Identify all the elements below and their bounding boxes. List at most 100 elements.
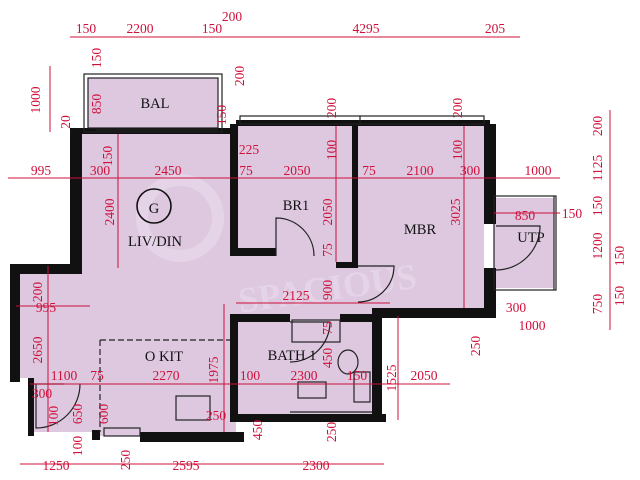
dim-rc-150a: 150 — [590, 196, 605, 217]
dim-row-2100: 2100 — [407, 163, 434, 178]
room-label-bal: BAL — [141, 96, 170, 112]
dim-kit-650: 650 — [70, 404, 85, 425]
wall-left-upper — [70, 128, 82, 272]
wall-br1-right — [352, 124, 358, 264]
dim-top-1: 150 — [76, 21, 97, 36]
wall-bath-top — [230, 314, 290, 322]
bath-basin — [297, 381, 327, 399]
compass-badge: G — [136, 188, 172, 224]
door-bath-swing — [289, 321, 331, 363]
dim-bal-150b: 150 — [214, 105, 229, 126]
dim-row-2050: 2050 — [284, 163, 311, 178]
dim-bal-200: 200 — [232, 66, 247, 87]
dim-low-450a: 450 — [320, 348, 335, 369]
room-labels: BAL LIV/DIN BR1 MBR UTP O KIT BATH 1 — [128, 96, 545, 365]
dim-kit-600: 600 — [96, 404, 111, 425]
dim-row-75b: 75 — [362, 163, 376, 178]
dim-low-150: 150 — [347, 368, 368, 383]
dim-mid-300: 300 — [506, 300, 527, 315]
dim-top-3: 150 — [202, 21, 223, 36]
dim-up-150: 150 — [100, 146, 115, 167]
dim-kit-250: 250 — [206, 408, 227, 423]
wall-br1-left — [230, 124, 238, 254]
dim-mid-995: 995 — [36, 300, 57, 315]
door-utp-swing — [495, 225, 541, 271]
dimension-labels: 150 2200 150 200 4295 205 1000 850 150 2… — [28, 9, 627, 473]
balcony-outline — [83, 73, 223, 133]
walls — [10, 120, 496, 442]
dim-low-1975: 1975 — [206, 356, 221, 383]
doors — [35, 217, 541, 429]
wall-upper-top — [236, 120, 490, 126]
dim-v-2050: 2050 — [320, 198, 335, 225]
utp-outline — [493, 195, 557, 291]
dim-kit-300: 300 — [32, 386, 53, 401]
compass-letter: G — [149, 201, 160, 217]
room-label-utp: UTP — [517, 230, 544, 246]
dim-bal-150a: 150 — [89, 48, 104, 69]
dim-up-100a: 100 — [324, 140, 339, 161]
wall-living-top — [80, 128, 236, 134]
dim-mid-250: 250 — [468, 336, 483, 357]
wall-kitchen-left — [28, 378, 34, 436]
dim-bot-2300: 2300 — [303, 458, 330, 473]
dim-mid-200: 200 — [30, 282, 45, 303]
door-mbr-swing — [357, 265, 395, 303]
room-label-br1: BR1 — [283, 198, 310, 214]
wall-bottom — [140, 432, 244, 442]
dim-bal-850: 850 — [89, 94, 104, 115]
dim-v-900: 900 — [320, 280, 335, 301]
wall-br1-bottom — [230, 248, 276, 256]
dim-low-2050: 2050 — [411, 368, 438, 383]
dim-v-75a: 75 — [320, 243, 335, 257]
wall-bath-left — [230, 314, 238, 422]
wall-left-lower — [10, 264, 20, 382]
dim-low-75: 75 — [90, 368, 104, 383]
dim-utp-850: 850 — [515, 208, 536, 223]
kitchen-sink — [175, 395, 211, 421]
dim-up-225: 225 — [239, 142, 260, 157]
thin-lines — [34, 73, 557, 437]
wall-right-lower — [372, 308, 492, 318]
dim-rc-1125: 1125 — [590, 155, 605, 182]
dim-rc-750: 750 — [590, 294, 605, 315]
dim-bot-1250: 1250 — [43, 458, 70, 473]
dim-row-995: 995 — [31, 163, 52, 178]
dim-row-2450: 2450 — [155, 163, 182, 178]
dim-row-300b: 300 — [460, 163, 481, 178]
dimension-lines — [8, 36, 611, 465]
room-label-liv-din: LIV/DIN — [128, 234, 182, 250]
dim-bal-20: 20 — [58, 115, 73, 129]
door-br1-swing — [275, 217, 315, 257]
dim-rc-150c: 150 — [612, 286, 627, 307]
room-label-o-kit: O KIT — [145, 349, 183, 365]
dim-low-2300: 2300 — [291, 368, 318, 383]
dim-kit-450: 450 — [250, 420, 265, 441]
dim-row-75a: 75 — [239, 163, 253, 178]
dim-top-5: 4295 — [353, 21, 380, 36]
dim-up-200a: 200 — [324, 98, 339, 119]
dim-rc-150b: 150 — [612, 246, 627, 267]
dim-kit-100: 100 — [46, 406, 61, 427]
dim-mid-2650: 2650 — [30, 336, 45, 363]
dim-up-100b: 100 — [450, 140, 465, 161]
compass-circle — [136, 188, 172, 224]
dim-rc-200: 200 — [590, 116, 605, 137]
dim-v-3025: 3025 — [448, 198, 463, 225]
dim-mid-1000: 1000 — [519, 318, 546, 333]
dim-kit-250b: 250 — [324, 422, 339, 443]
dim-top-6: 205 — [485, 21, 506, 36]
dim-rc-1200: 1200 — [590, 232, 605, 259]
dim-low-2270: 2270 — [153, 368, 180, 383]
balcony-floor — [88, 78, 218, 128]
wall-right-mid — [484, 268, 496, 318]
dim-utp-150: 150 — [562, 206, 583, 221]
dim-up-200b: 200 — [450, 98, 465, 119]
kitchen-window — [103, 427, 141, 437]
room-label-mbr: MBR — [404, 222, 437, 238]
dim-v-75b: 75 — [320, 321, 335, 335]
floor-areas — [16, 78, 554, 436]
dim-bot-250: 250 — [118, 450, 133, 471]
dim-mid-2125: 2125 — [283, 288, 310, 303]
